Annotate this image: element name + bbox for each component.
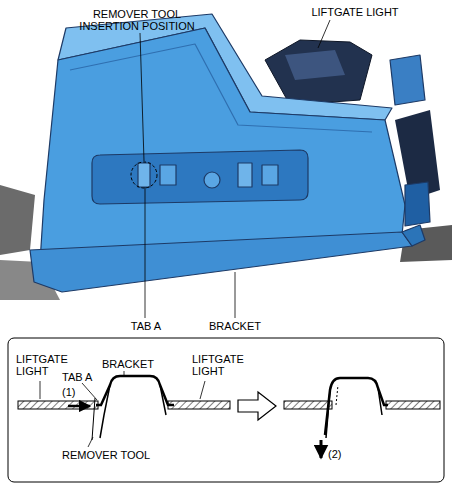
part-label: LIFTGATE LIGHT — [192, 353, 254, 377]
part-label: LIFTGATE LIGHT — [300, 6, 410, 18]
callout-number: (1) — [62, 386, 86, 398]
detail-right — [284, 378, 440, 458]
part-label: REMOVER TOOL — [62, 449, 162, 461]
callout-number: (2) — [328, 448, 352, 460]
step-arrow — [238, 392, 276, 420]
insertion-circle — [131, 162, 157, 188]
part-label: BRACKET — [200, 320, 270, 332]
bracket — [30, 14, 430, 292]
part-label: TAB A — [118, 320, 174, 332]
part-label: REMOVER TOOL INSERTION POSITION — [72, 8, 202, 32]
detail-frame — [8, 338, 444, 482]
detail-left — [18, 371, 230, 447]
leader-lines — [140, 20, 330, 318]
part-label: BRACKET — [102, 358, 162, 370]
liftgate-light — [265, 40, 372, 105]
part-label: TAB A — [62, 371, 102, 383]
